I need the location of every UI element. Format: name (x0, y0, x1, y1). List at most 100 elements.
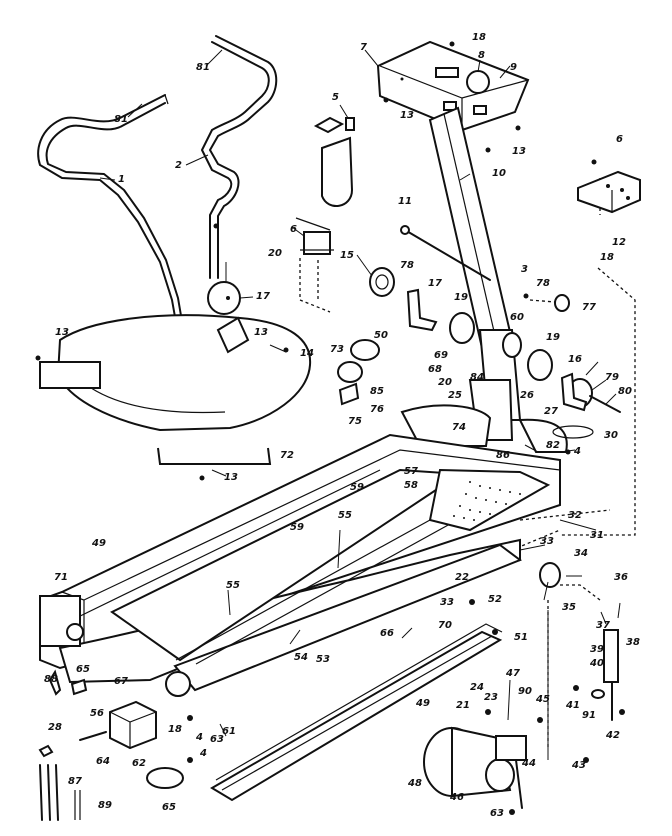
small-hardware (38, 382, 360, 789)
label-9: 9 (510, 62, 517, 73)
label-13d: 13 (254, 327, 268, 338)
label-53: 53 (316, 654, 330, 665)
label-40: 40 (589, 658, 604, 669)
label-46: 46 (449, 792, 464, 803)
label-23: 23 (484, 692, 498, 703)
label-81a: 81 (114, 114, 128, 125)
console (376, 40, 530, 132)
label-22: 22 (455, 572, 469, 583)
motor-grill (428, 468, 551, 532)
label-13b: 13 (512, 146, 526, 157)
item-5-cover (313, 116, 355, 207)
label-4c: 4 (195, 732, 203, 743)
label-70: 70 (438, 620, 452, 631)
cable-ties (39, 764, 81, 821)
label-62: 62 (132, 758, 146, 769)
label-1: 1 (118, 174, 125, 185)
label-3: 3 (521, 264, 528, 275)
label-37: 37 (596, 620, 610, 631)
label-20b: 20 (438, 377, 452, 388)
label-10: 10 (492, 168, 506, 179)
label-38: 38 (626, 637, 640, 648)
label-87: 87 (68, 776, 82, 787)
label-63b: 63 (490, 808, 504, 819)
label-50: 50 (374, 330, 388, 341)
item-12-bracket (577, 170, 641, 214)
label-89: 89 (98, 800, 112, 811)
label-67: 67 (114, 676, 128, 687)
label-56: 56 (90, 708, 104, 719)
label-78a: 78 (400, 260, 414, 271)
fastener-dots (35, 41, 625, 815)
label-55b: 55 (226, 580, 240, 591)
label-21: 21 (456, 700, 470, 711)
label-90: 90 (518, 686, 532, 697)
label-39: 39 (590, 644, 604, 655)
label-4b: 4 (573, 446, 581, 457)
label-84: 84 (470, 372, 484, 383)
label-33a: 33 (540, 536, 554, 547)
label-45: 45 (535, 694, 550, 705)
label-65a: 65 (76, 664, 90, 675)
label-27: 27 (544, 406, 558, 417)
label-69: 69 (434, 350, 448, 361)
label-55a: 55 (338, 510, 352, 521)
label-65b: 65 (162, 802, 176, 813)
lift-rod-40 (539, 562, 619, 721)
right-handrail (201, 35, 278, 315)
label-74: 74 (452, 422, 466, 433)
label-11: 11 (398, 196, 412, 207)
label-36: 36 (614, 572, 628, 583)
label-13c: 13 (55, 327, 69, 338)
label-26: 26 (520, 390, 534, 401)
label-72: 72 (280, 450, 294, 461)
label-15: 15 (340, 250, 354, 261)
label-30: 30 (604, 430, 618, 441)
label-33b: 33 (440, 597, 454, 608)
label-7: 7 (360, 42, 367, 53)
label-86: 86 (496, 450, 510, 461)
label-63a: 63 (210, 734, 224, 745)
label-80: 80 (618, 386, 632, 397)
label-49b: 49 (415, 698, 430, 709)
label-32: 32 (568, 510, 582, 521)
label-79: 79 (605, 372, 619, 383)
motor-area (337, 339, 594, 453)
label-68: 68 (428, 364, 442, 375)
label-18b: 18 (600, 252, 614, 263)
label-28: 28 (48, 722, 62, 733)
label-19a: 19 (454, 292, 468, 303)
label-17a: 17 (256, 291, 270, 302)
label-48: 48 (407, 778, 422, 789)
label-8: 8 (478, 50, 485, 61)
label-34: 34 (574, 548, 588, 559)
label-41: 41 (565, 700, 580, 711)
flywheel-15 (369, 267, 395, 297)
label-4: 4 (199, 748, 207, 759)
label-51: 51 (514, 632, 528, 643)
label-47: 47 (505, 668, 520, 679)
brackets-16 (406, 288, 588, 412)
label-88: 88 (44, 674, 58, 685)
label-6b: 6 (616, 134, 623, 145)
label-25: 25 (448, 390, 462, 401)
label-49a: 49 (91, 538, 106, 549)
label-18c: 18 (168, 724, 182, 735)
motor-hood (39, 314, 312, 465)
label-59: 59 (350, 482, 364, 493)
leader-lines (99, 49, 621, 760)
label-71: 71 (54, 572, 68, 583)
label-44: 44 (521, 758, 536, 769)
label-13a: 13 (400, 110, 414, 121)
label-73: 73 (330, 344, 344, 355)
label-52: 52 (488, 594, 502, 605)
incline-motor (423, 726, 527, 809)
label-24: 24 (470, 682, 484, 693)
label-60: 60 (510, 312, 524, 323)
label-77: 77 (582, 302, 596, 313)
label-31: 31 (590, 530, 604, 541)
label-57: 57 (404, 466, 418, 477)
label-82: 82 (546, 440, 560, 451)
